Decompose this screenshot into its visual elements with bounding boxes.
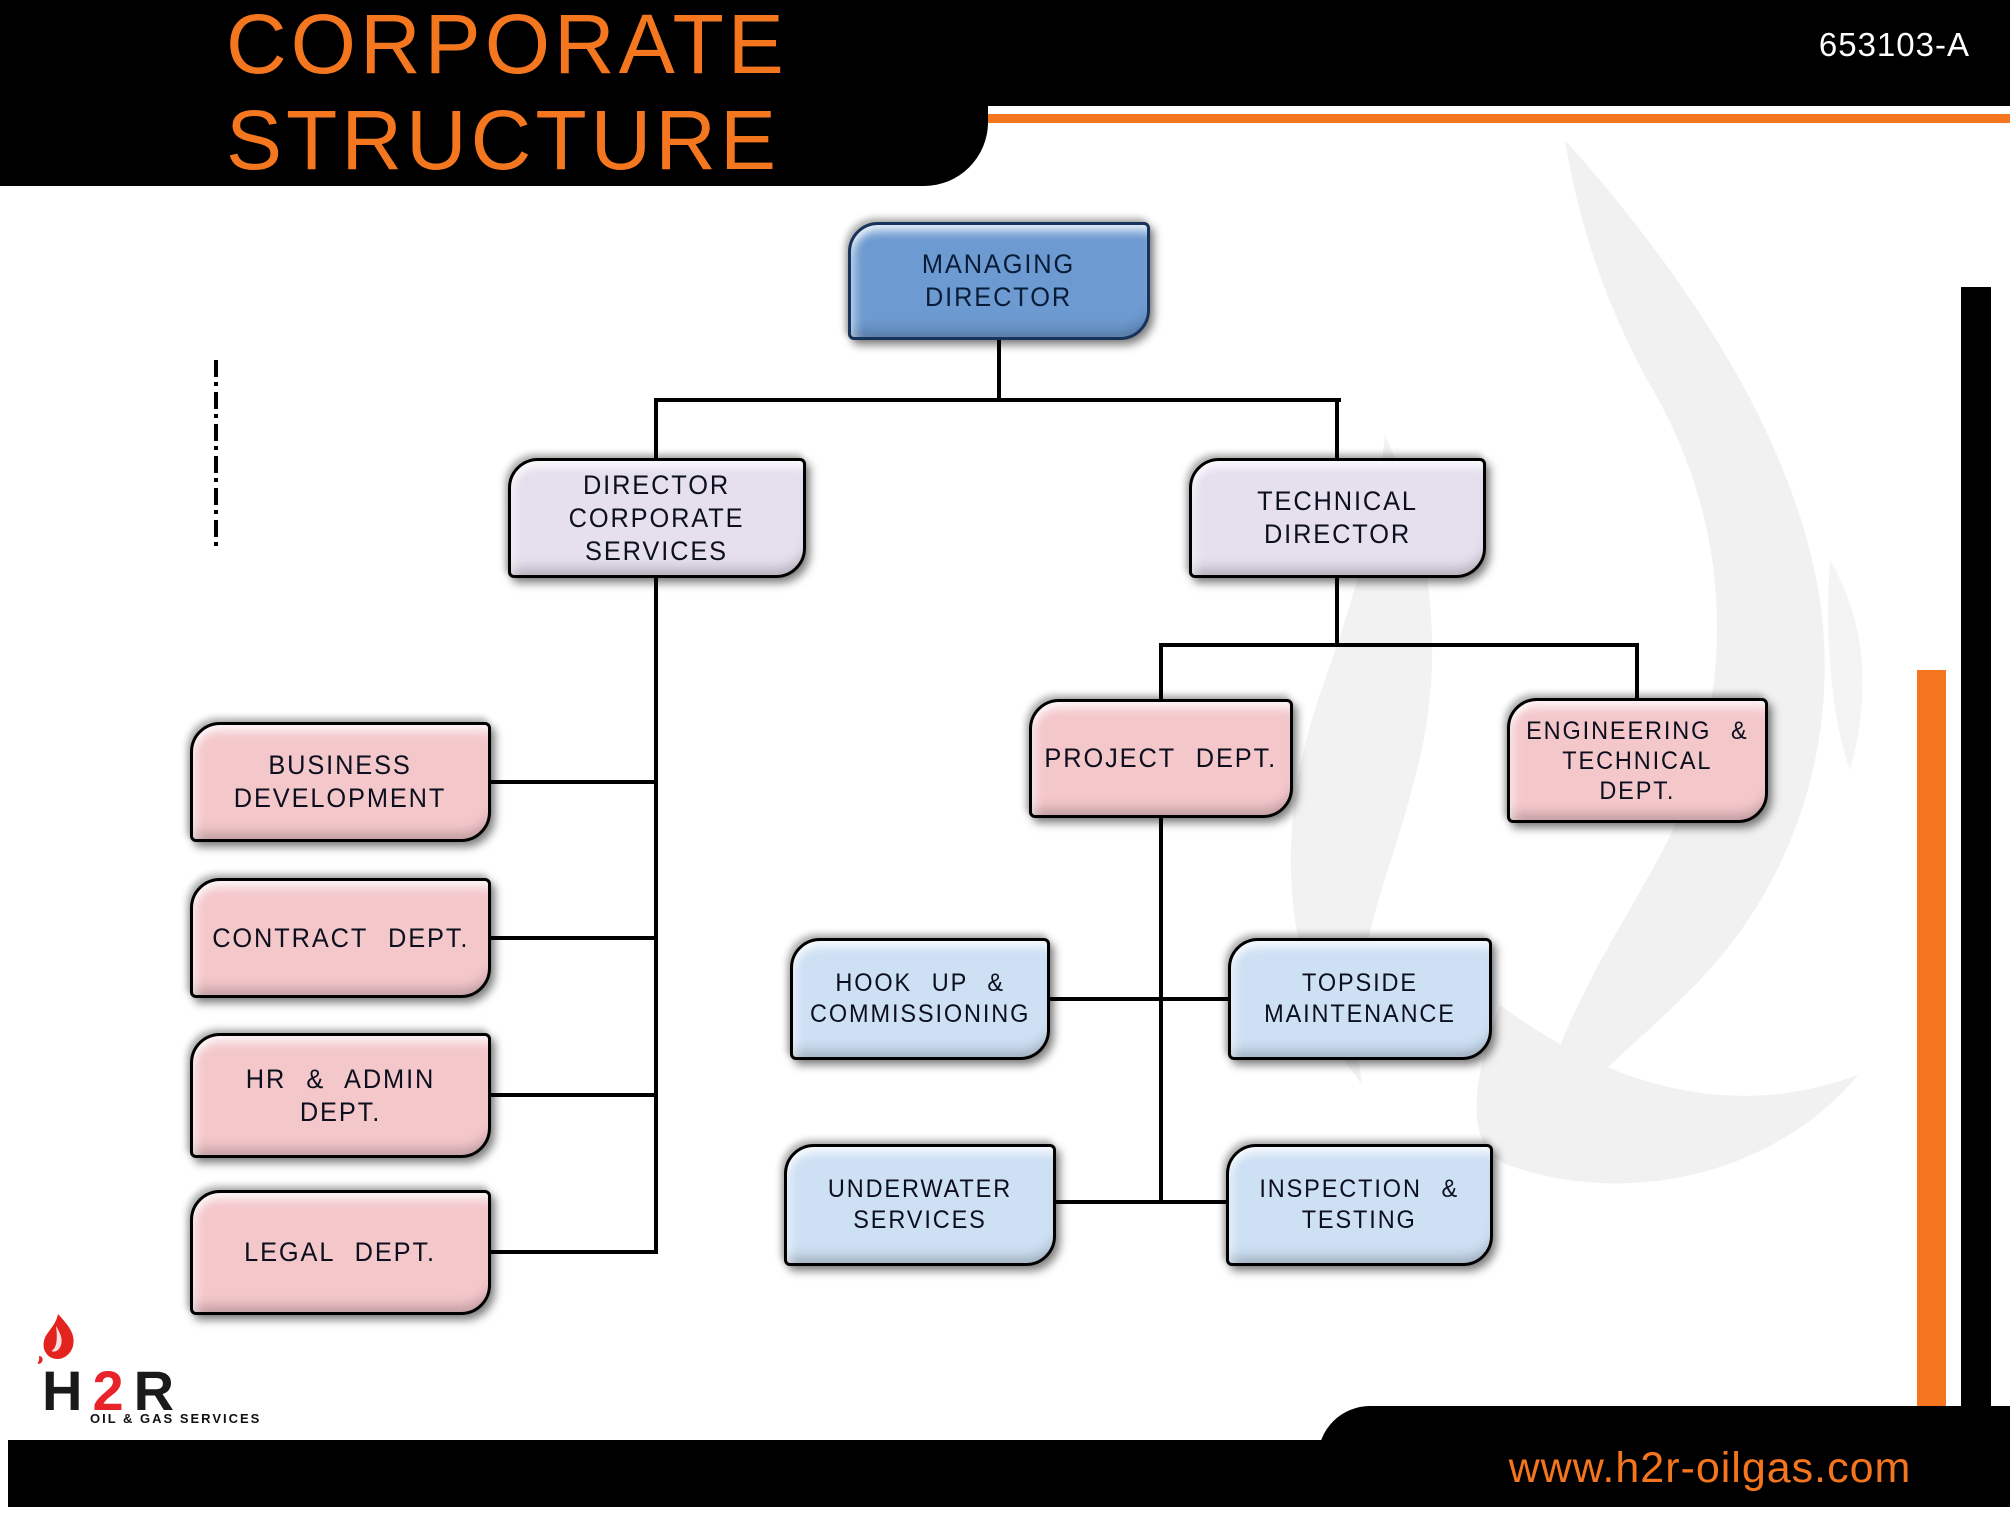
node-label-line: MANAGING bbox=[922, 249, 1076, 279]
header-accent-line bbox=[988, 114, 2010, 123]
connector-line bbox=[1635, 643, 1639, 700]
flame-watermark bbox=[1290, 140, 1863, 1184]
node-director-corporate-services: DIRECTOR CORPORATE SERVICES bbox=[508, 458, 806, 578]
connector-line bbox=[1048, 997, 1230, 1001]
node-label-line: DEPT. bbox=[1599, 776, 1676, 805]
footer-right-panel bbox=[1318, 1406, 2010, 1507]
node-topside-maintenance: TOPSIDE MAINTENANCE bbox=[1228, 938, 1492, 1060]
page-title: CORPORATE STRUCTURE bbox=[226, 0, 788, 188]
node-label-line: HOOK UP & bbox=[835, 969, 1005, 997]
node-label-line: TECHNICAL bbox=[1257, 486, 1418, 516]
page-title-line1: CORPORATE bbox=[226, 0, 788, 91]
right-black-bar bbox=[1961, 287, 1991, 1444]
node-label-line: TOPSIDE bbox=[1302, 969, 1418, 997]
node-label-line: LEGAL DEPT. bbox=[244, 1237, 437, 1267]
flame-icon bbox=[37, 1314, 74, 1364]
node-legal-dept: LEGAL DEPT. bbox=[190, 1190, 491, 1315]
node-label-line: CONTRACT DEPT. bbox=[211, 922, 470, 953]
connector-line bbox=[1335, 398, 1339, 460]
node-contract-dept: CONTRACT DEPT. bbox=[190, 878, 491, 998]
brand-letter-h: H bbox=[42, 1359, 93, 1422]
node-business-development: BUSINESS DEVELOPMENT bbox=[190, 722, 491, 842]
header-bar-extension bbox=[0, 0, 988, 186]
node-underwater-services: UNDERWATER SERVICES bbox=[784, 1144, 1056, 1266]
node-label-line: INSPECTION & bbox=[1259, 1175, 1460, 1203]
page-title-line2: STRUCTURE bbox=[226, 93, 780, 187]
node-label-line: CORPORATE bbox=[569, 502, 745, 533]
connector-line bbox=[1159, 643, 1639, 647]
node-hr-admin-dept: HR & ADMIN DEPT. bbox=[190, 1033, 491, 1158]
node-label-line: DEVELOPMENT bbox=[234, 783, 447, 813]
node-label-line: UNDERWATER bbox=[827, 1175, 1013, 1203]
connector-line bbox=[1159, 643, 1163, 701]
node-project-dept: PROJECT DEPT. bbox=[1029, 699, 1293, 818]
node-label-line: SERVICES bbox=[585, 535, 729, 566]
connector-line bbox=[654, 398, 1341, 402]
connector-line bbox=[1159, 816, 1163, 1204]
connector-line bbox=[997, 338, 1001, 402]
node-inspection-testing: INSPECTION & TESTING bbox=[1226, 1144, 1493, 1266]
node-label-line: MAINTENANCE bbox=[1264, 1000, 1456, 1028]
website-link[interactable]: www.h2r-oilgas.com bbox=[1508, 1444, 1912, 1492]
node-label-line: TESTING bbox=[1301, 1206, 1417, 1234]
node-label-line: DIRECTOR bbox=[583, 469, 731, 500]
node-label-line: TECHNICAL bbox=[1562, 746, 1713, 775]
brand-wordmark: H2R bbox=[42, 1358, 184, 1423]
connector-line bbox=[489, 936, 656, 940]
node-label-line: COMMISSIONING bbox=[809, 1000, 1031, 1028]
node-label-line: SERVICES bbox=[853, 1206, 987, 1234]
node-hook-up-commissioning: HOOK UP & COMMISSIONING bbox=[790, 938, 1050, 1060]
connector-line bbox=[489, 780, 656, 784]
brand-tagline: OIL & GAS SERVICES bbox=[90, 1411, 262, 1426]
connector-line bbox=[489, 1250, 656, 1254]
node-label-line: BUSINESS bbox=[268, 750, 413, 780]
node-technical-director: TECHNICAL DIRECTOR bbox=[1189, 458, 1486, 578]
node-label-line: ENGINEERING & bbox=[1526, 716, 1749, 745]
node-label-line: PROJECT DEPT. bbox=[1044, 743, 1278, 773]
connector-line bbox=[654, 576, 658, 1254]
brand-letter-r: R bbox=[133, 1359, 185, 1422]
node-label-line: DIRECTOR bbox=[925, 282, 1073, 312]
brand-letter-2: 2 bbox=[92, 1359, 134, 1422]
connector-line bbox=[654, 398, 658, 460]
node-engineering-technical-dept: ENGINEERING & TECHNICAL DEPT. bbox=[1507, 698, 1768, 823]
connector-line bbox=[489, 1093, 656, 1097]
node-label-line: HR & ADMIN DEPT. bbox=[245, 1063, 436, 1127]
right-orange-bar bbox=[1917, 670, 1946, 1442]
node-label-line: DIRECTOR bbox=[1263, 519, 1412, 549]
connector-line bbox=[1335, 576, 1339, 645]
dashed-guide-line bbox=[214, 360, 218, 552]
document-number: 653103-A bbox=[1818, 26, 1970, 63]
connector-line bbox=[1054, 1200, 1228, 1204]
node-managing-director: MANAGING DIRECTOR bbox=[848, 222, 1150, 340]
